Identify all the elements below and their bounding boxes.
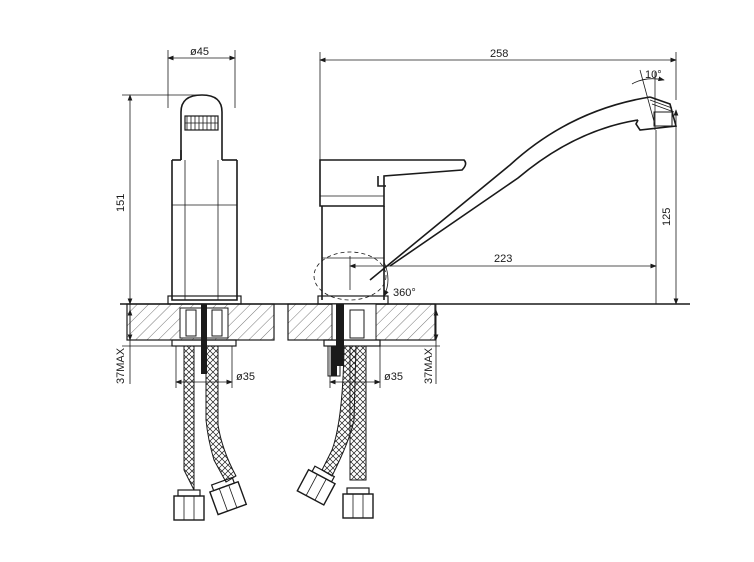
side-max-dimension: 37MAX bbox=[380, 304, 440, 384]
front-height-label: 151 bbox=[115, 194, 127, 212]
side-rotation-label: 360° bbox=[393, 287, 416, 299]
side-base-dimension: ø35 bbox=[329, 346, 403, 388]
front-base-dimension: ø35 bbox=[175, 346, 255, 388]
side-hose-nut-right bbox=[342, 487, 374, 519]
side-base-label: ø35 bbox=[384, 371, 403, 383]
side-angle-dimension: 10° bbox=[631, 69, 665, 130]
front-width-dimension: ø45 bbox=[167, 46, 236, 108]
front-max-label: 37MAX bbox=[115, 347, 127, 384]
side-length-dimension: 258 bbox=[319, 48, 677, 160]
side-rotation-dimension: 360° bbox=[383, 261, 416, 299]
front-max-dimension: 37MAX bbox=[115, 304, 172, 384]
front-base-label: ø35 bbox=[236, 371, 255, 383]
front-height-dimension: 151 bbox=[115, 94, 200, 305]
front-width-label: ø45 bbox=[190, 46, 209, 58]
side-length-label: 258 bbox=[490, 48, 508, 60]
side-angle-label: 10° bbox=[645, 69, 662, 81]
side-height-label: 125 bbox=[661, 208, 673, 226]
side-reach-dimension: 223 bbox=[349, 253, 657, 290]
front-hose-nut-right bbox=[208, 476, 248, 516]
side-hose-nut-left bbox=[296, 465, 337, 506]
side-view bbox=[296, 96, 678, 519]
side-reach-label: 223 bbox=[494, 253, 512, 265]
front-hose-nut-left bbox=[173, 489, 205, 521]
side-max-label: 37MAX bbox=[423, 347, 435, 384]
side-height-dimension: 125 bbox=[655, 109, 679, 305]
